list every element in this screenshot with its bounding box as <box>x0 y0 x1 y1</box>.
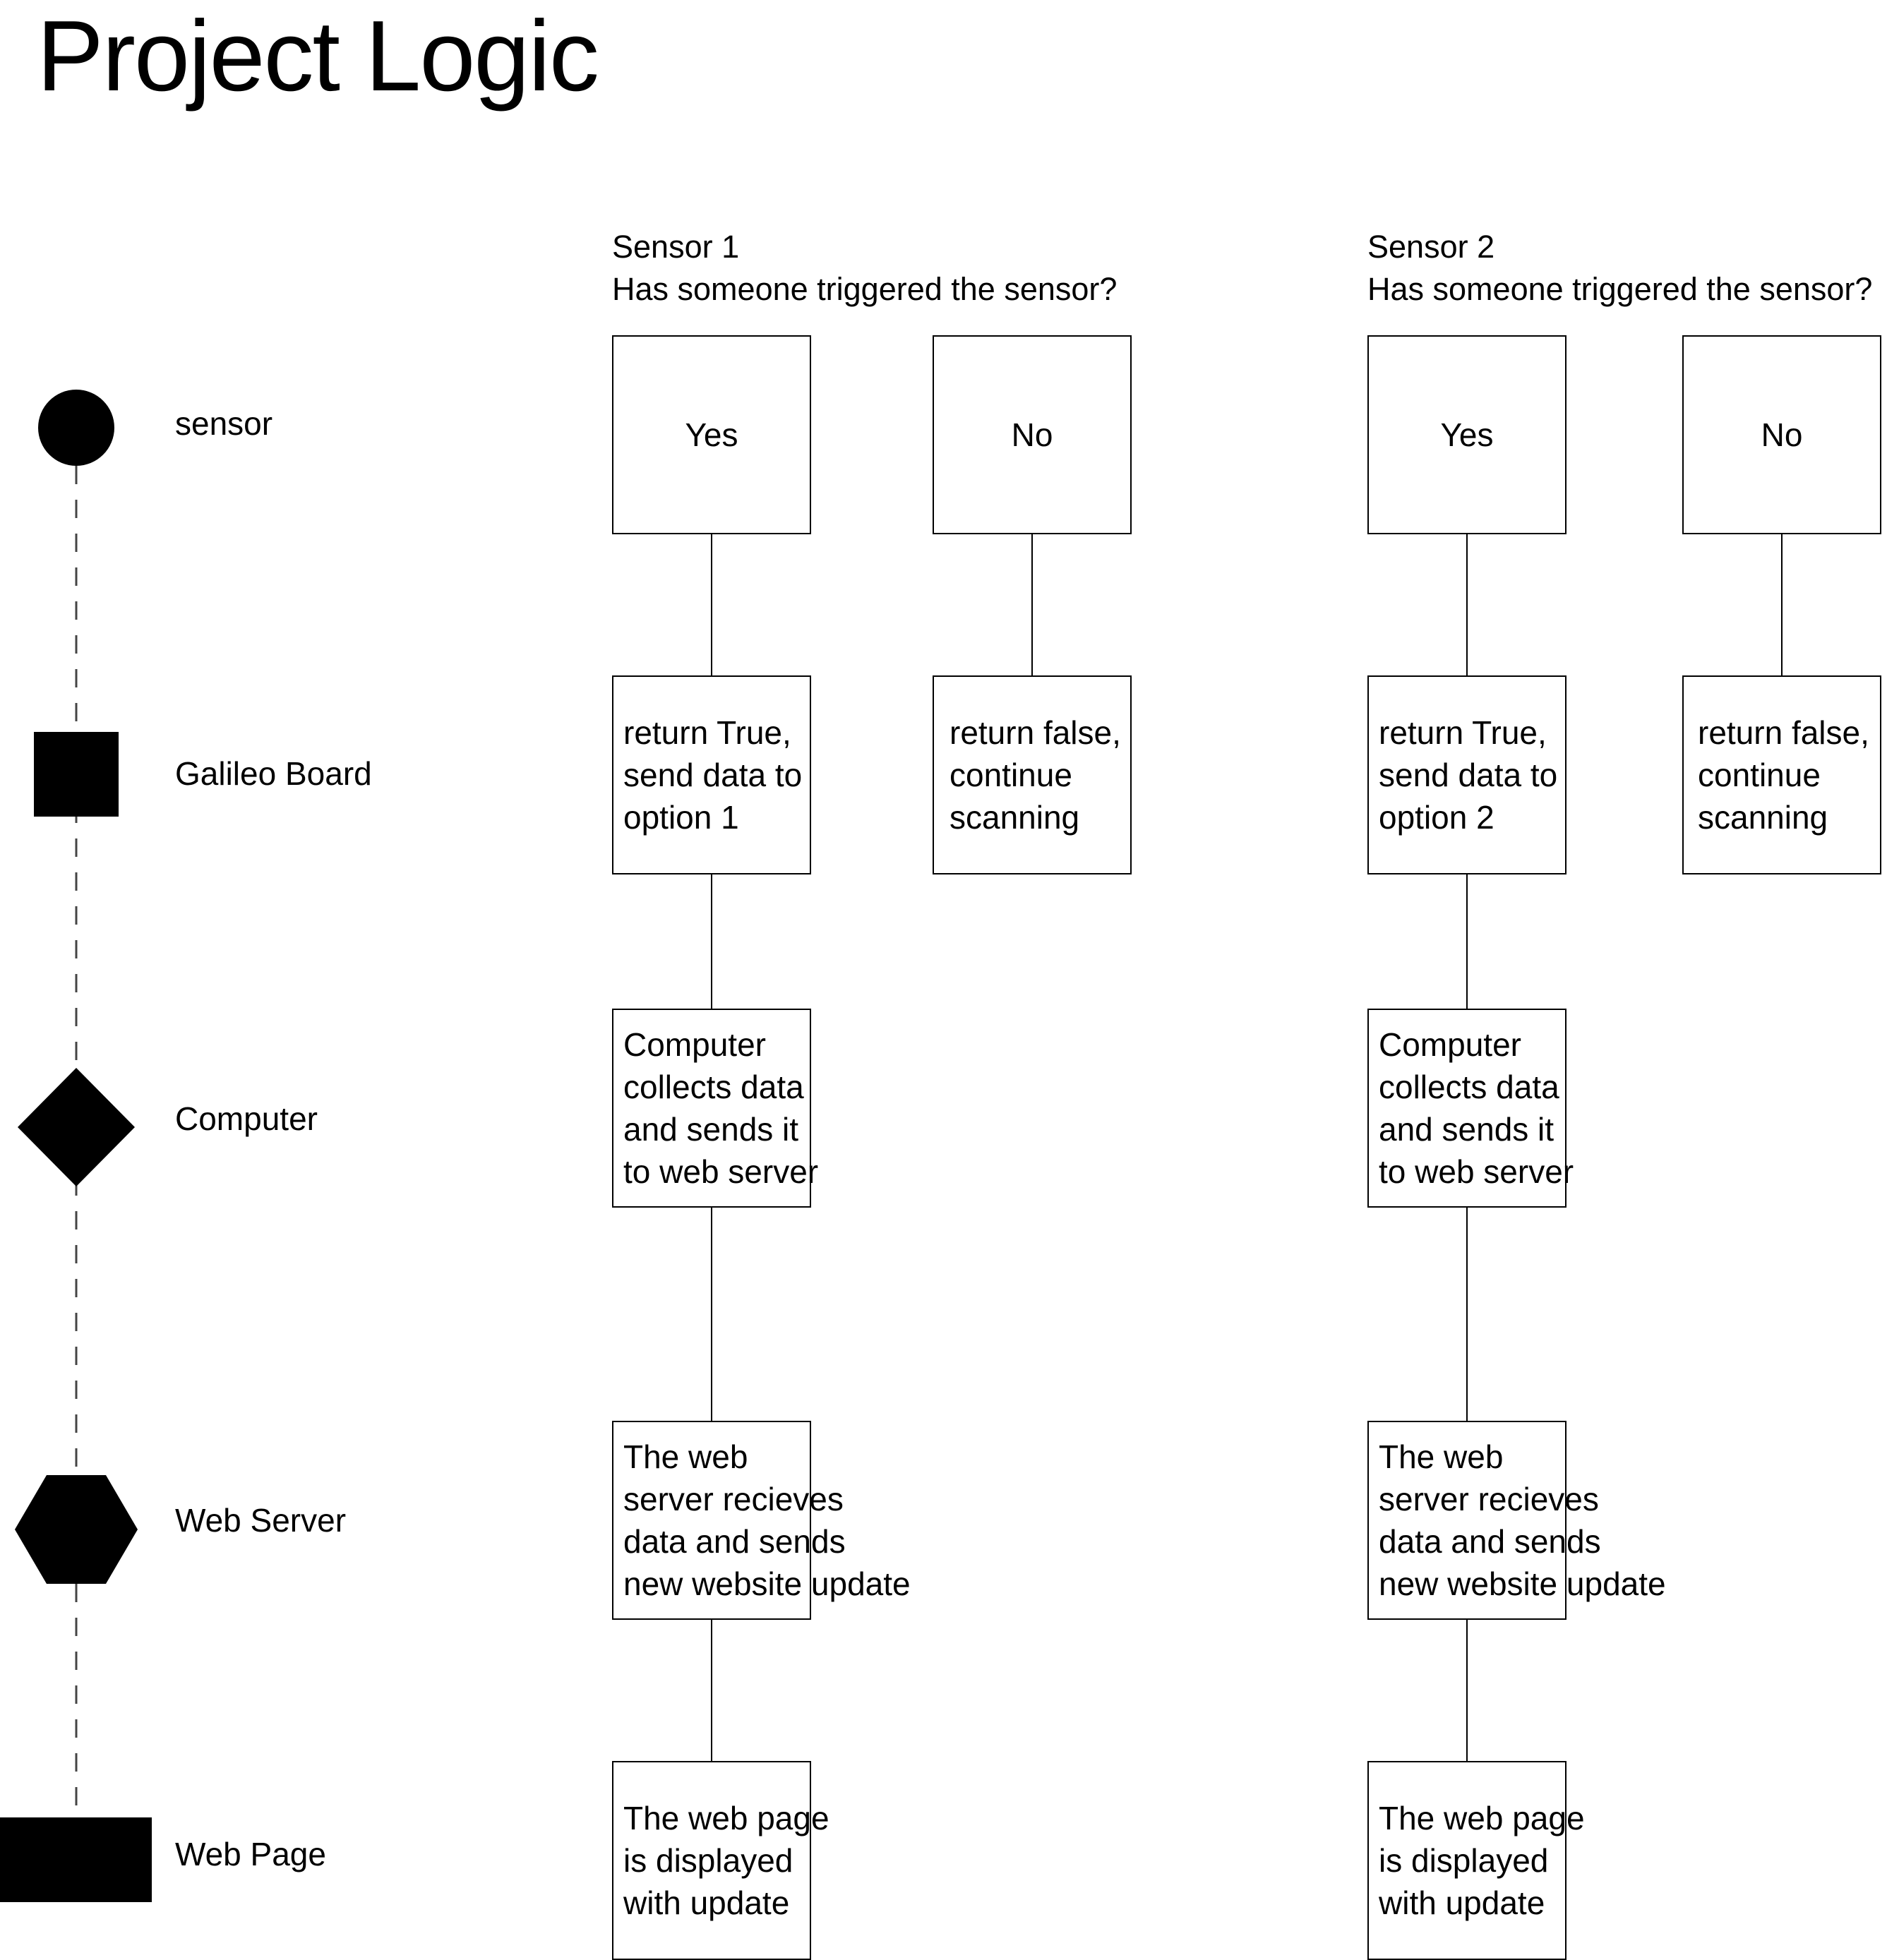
web-page-legend-icon <box>0 1817 152 1902</box>
sensor-1-yes-box: Yes <box>612 335 811 534</box>
sensor-2-server-connector <box>1466 1620 1468 1761</box>
sensor-2-web-server-text: The web server recieves data and sends n… <box>1379 1438 1666 1602</box>
sensor-2-no-result-text: return false, continue scanning <box>1698 714 1869 836</box>
sensor-2-yes-label: Yes <box>1440 416 1494 453</box>
sensor-2-no-label: No <box>1761 416 1803 453</box>
sensor-1-question: Has someone triggered the sensor? <box>612 271 1118 307</box>
sensor-2-yes-result-box: return True, send data to option 2 <box>1367 675 1566 874</box>
sensor-1-no-label: No <box>1011 416 1053 453</box>
sensor-legend-icon <box>38 390 114 466</box>
sensor-1-no-result-box: return false, continue scanning <box>933 675 1132 874</box>
legend-label-web-page: Web Page <box>175 1836 326 1872</box>
sensor-1-computer-connector <box>711 1208 712 1421</box>
legend-label-web-server: Web Server <box>175 1502 347 1539</box>
sensor-2-no-connector <box>1781 534 1783 675</box>
web-server-legend-icon <box>15 1475 138 1584</box>
page-title: Project Logic <box>37 0 599 112</box>
sensor-2-web-page-text: The web page is displayed with update <box>1379 1800 1585 1921</box>
sensor-2-computer-box: Computer collects data and sends it to w… <box>1367 1009 1574 1208</box>
sensor-1-name: Sensor 1 <box>612 229 740 265</box>
sensor-1-web-page-box: The web page is displayed with update <box>612 1761 829 1960</box>
sensor-1-server-connector <box>711 1620 712 1761</box>
sensor-1-no-result-text: return false, continue scanning <box>950 714 1121 836</box>
legend-label-galileo-board: Galileo Board <box>175 755 372 792</box>
sensor-1-board-connector <box>711 874 712 1009</box>
sensor-2-computer-text: Computer collects data and sends it to w… <box>1379 1026 1574 1190</box>
sensor-2-web-server-box: The web server recieves data and sends n… <box>1367 1421 1666 1620</box>
sensor-2-yes-result-text: return True, send data to option 2 <box>1379 714 1558 836</box>
sensor-2-yes-connector <box>1466 534 1468 675</box>
legend-label-computer: Computer <box>175 1100 318 1137</box>
sensor-2-web-page-box: The web page is displayed with update <box>1367 1761 1585 1960</box>
computer-legend-icon <box>18 1068 135 1186</box>
sensor-2-question: Has someone triggered the sensor? <box>1367 271 1873 307</box>
sensor-1-no-box: No <box>933 335 1132 534</box>
sensor-1-yes-label: Yes <box>685 416 738 453</box>
sensor-2-no-result-box: return false, continue scanning <box>1682 675 1881 874</box>
sensor-2-board-connector <box>1466 874 1468 1009</box>
legend-label-sensor: sensor <box>175 405 273 442</box>
sensor-1-web-page-text: The web page is displayed with update <box>623 1800 829 1921</box>
sensor-1-yes-result-box: return True, send data to option 1 <box>612 675 811 874</box>
sensor-1-no-connector <box>1031 534 1033 675</box>
sensor-1-yes-connector <box>711 534 712 675</box>
sensor-2-computer-connector <box>1466 1208 1468 1421</box>
galileo-board-legend-icon <box>34 732 119 817</box>
sensor-1-web-server-text: The web server recieves data and sends n… <box>623 1438 911 1602</box>
sensor-1-computer-box: Computer collects data and sends it to w… <box>612 1009 818 1208</box>
sensor-2-no-box: No <box>1682 335 1881 534</box>
sensor-2-name: Sensor 2 <box>1367 229 1495 265</box>
sensor-1-web-server-box: The web server recieves data and sends n… <box>612 1421 911 1620</box>
sensor-1-yes-result-text: return True, send data to option 1 <box>623 714 803 836</box>
sensor-1-computer-text: Computer collects data and sends it to w… <box>623 1026 819 1190</box>
sensor-2-yes-box: Yes <box>1367 335 1566 534</box>
